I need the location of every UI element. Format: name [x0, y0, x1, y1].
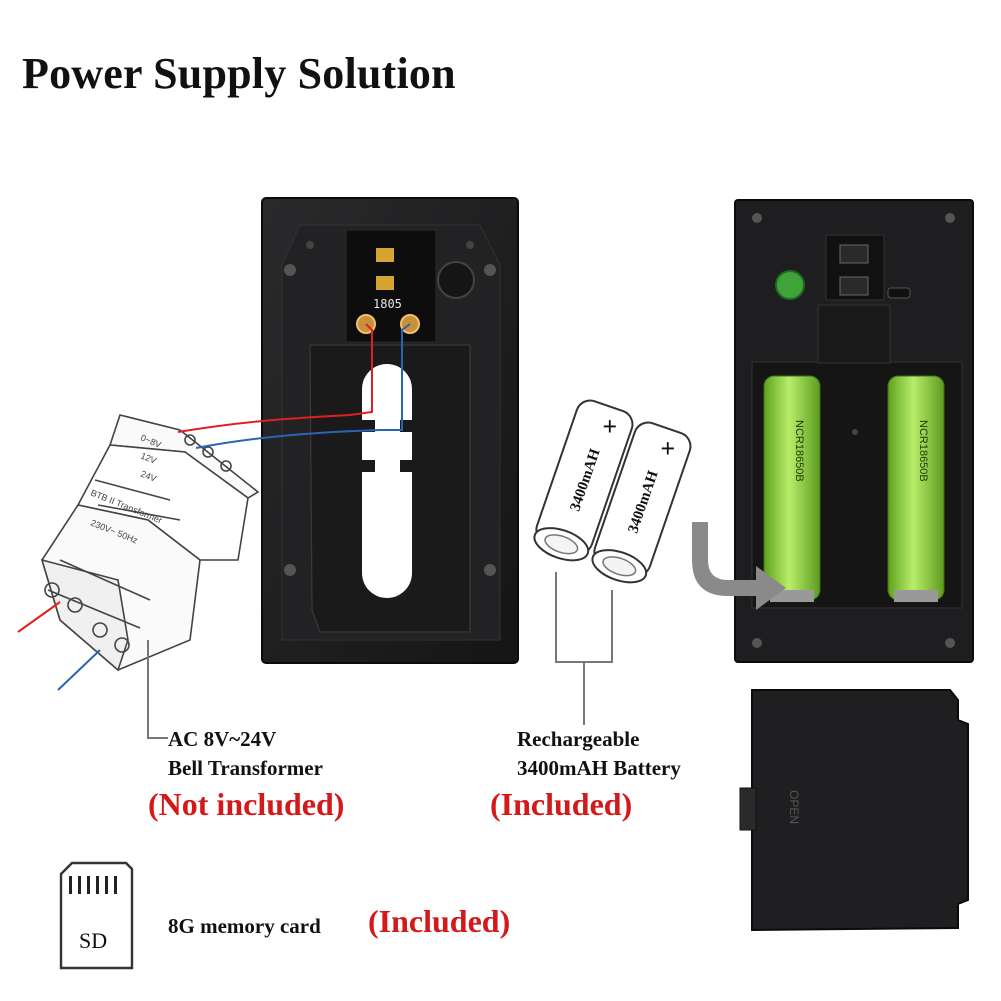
- battery-caption-line2: 3400mAH Battery: [517, 756, 681, 780]
- mains-wire-red: [17, 601, 61, 633]
- transformer-caption: AC 8V~24V Bell Transformer: [168, 725, 323, 783]
- page-title: Power Supply Solution: [22, 49, 456, 98]
- transformer-caption-line1: AC 8V~24V: [168, 727, 277, 751]
- battery-1-plus: +: [602, 412, 617, 441]
- battery-status: (Included): [490, 786, 633, 822]
- bell-transformer: [40, 414, 260, 672]
- transformer-status: (Not included): [148, 786, 345, 822]
- cell-right-model: NCR18650B: [917, 420, 929, 482]
- mains-wire-blue: [57, 649, 101, 691]
- battery-caption-line1: Rechargeable: [517, 727, 640, 751]
- battery-bracket: [555, 572, 613, 663]
- cell-left-model: NCR18650B: [793, 420, 805, 482]
- sd-label: SD: [79, 928, 107, 953]
- battery-2-plus: +: [660, 434, 675, 463]
- sd-card-icon: SD: [59, 861, 134, 970]
- insert-arrow-icon: [692, 522, 786, 610]
- transformer-caption-line2: Bell Transformer: [168, 756, 323, 780]
- battery-caption: Rechargeable 3400mAH Battery: [517, 725, 681, 783]
- memory-card-caption: 8G memory card: [168, 914, 321, 938]
- battery-loose-1: 3400mAH +: [533, 399, 634, 562]
- transformer-leader-line: [147, 640, 168, 739]
- cover-open-text: OPEN: [787, 790, 801, 824]
- battery-cover: OPEN: [739, 689, 969, 932]
- doorbell-battery-unit: NCR18650B NCR18650B: [734, 199, 974, 663]
- wire-red: [177, 323, 373, 433]
- battery-loose-2: 3400mAH +: [591, 421, 692, 584]
- wire-blue: [195, 323, 411, 449]
- memory-card-status: (Included): [368, 903, 511, 939]
- pcb-display-text: 1805: [373, 297, 402, 311]
